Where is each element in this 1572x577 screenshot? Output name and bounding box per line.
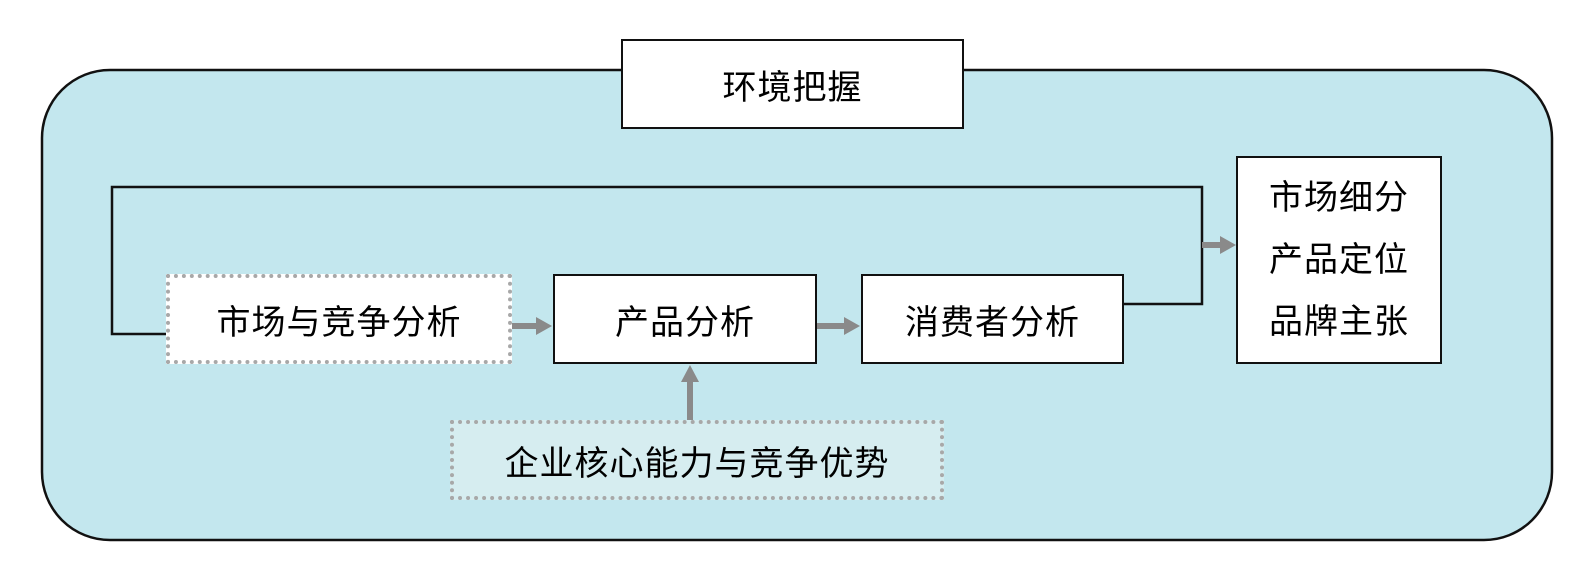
arrow-product-to-consumer (817, 317, 860, 335)
core-competence-label: 企业核心能力与竞争优势 (504, 443, 890, 484)
output-line-brand: 品牌主张 (1269, 302, 1409, 342)
arrow-market-to-product (512, 317, 552, 335)
arrow-to-output (1202, 236, 1236, 254)
environment-title-box: 环境把握 (621, 39, 964, 129)
arrow-core-to-product (681, 365, 699, 420)
feedback-loop-line (110, 185, 1204, 336)
output-box: 市场细分 产品定位 品牌主张 (1236, 156, 1442, 364)
product-analysis-box: 产品分析 (553, 274, 817, 364)
output-line-positioning: 产品定位 (1269, 240, 1409, 280)
market-competition-label: 市场与竞争分析 (216, 302, 462, 343)
output-line-segmentation: 市场细分 (1269, 178, 1409, 218)
market-competition-box: 市场与竞争分析 (166, 274, 512, 364)
product-analysis-label: 产品分析 (615, 302, 755, 343)
consumer-analysis-label: 消费者分析 (905, 302, 1080, 343)
environment-title: 环境把握 (722, 67, 863, 108)
consumer-analysis-box: 消费者分析 (861, 274, 1124, 364)
core-competence-box: 企业核心能力与竞争优势 (450, 420, 944, 500)
